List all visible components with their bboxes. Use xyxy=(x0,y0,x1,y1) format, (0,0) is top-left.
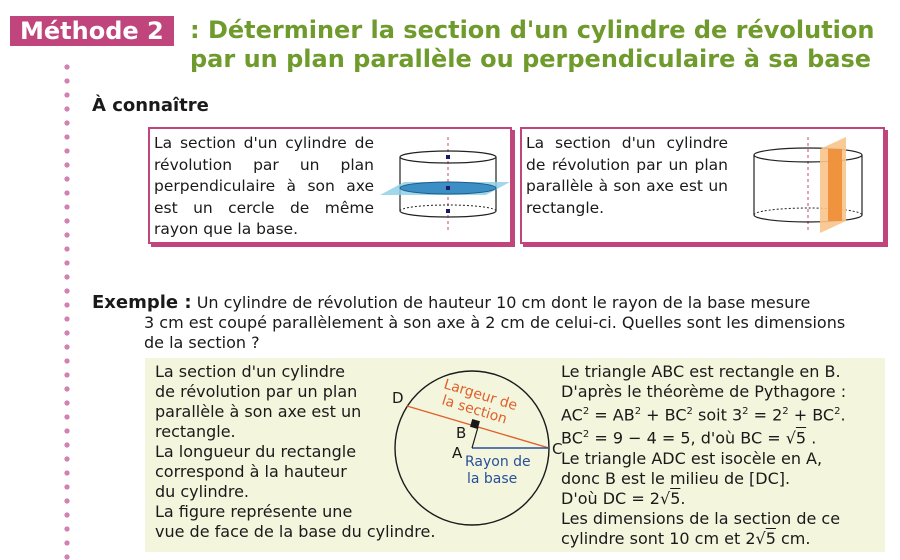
example-line-3: de la section ? xyxy=(144,333,260,352)
right-line-8: Les dimensions de la section de ce xyxy=(561,508,841,528)
example-line-2: 3 cm est coupé parallèlement à son axe à… xyxy=(144,313,846,332)
right-line-3: AC2 = AB2 + BC2 soit 32 = 22 + BC2. xyxy=(561,405,846,425)
know-heading: À connaître xyxy=(92,95,209,116)
circle-base-figure: D B A C Largeur de la section Rayon de l… xyxy=(392,370,562,526)
cylinder-perpendicular-figure xyxy=(380,137,510,233)
label-D: D xyxy=(392,389,404,407)
cylinder-parallel-figure xyxy=(753,137,863,233)
right-line-1: Le triangle ABC est rectangle en B. xyxy=(561,362,841,381)
label-rayon-2: la base xyxy=(467,471,517,487)
left-line: rectangle. xyxy=(155,422,236,441)
label-B: B xyxy=(456,424,466,442)
example-label: Exemple : xyxy=(92,292,192,313)
box-perpendicular-section: La section d'un cylindre de révolution p… xyxy=(148,127,512,244)
right-line-2: D'après le théorème de Pythagore : xyxy=(561,382,847,401)
title-line-2: par un plan parallèle ou perpendiculaire… xyxy=(190,45,872,73)
dotted-margin xyxy=(63,60,71,560)
left-line: de révolution par un plan xyxy=(155,382,358,401)
label-A: A xyxy=(452,444,463,462)
right-line-6: donc B est le milieu de [DC]. xyxy=(561,468,791,488)
box-left-text: La section d'un cylindre de révolution p… xyxy=(154,134,374,238)
box-right-text: La section d'un cylindre de révolution p… xyxy=(526,134,728,217)
right-line-9: cylindre sont 10 cm et 2√5 cm. xyxy=(561,528,811,548)
method-badge: Méthode 2 xyxy=(10,16,174,46)
solution-panel: La section d'un cylindre de révolution p… xyxy=(145,358,885,552)
left-line: vue de face de la base du cylindre. xyxy=(155,522,436,541)
left-line: du cylindre. xyxy=(155,482,249,501)
label-C: C xyxy=(552,440,562,458)
left-line: La longueur du rectangle xyxy=(155,442,357,461)
method-title: : Déterminer la section d'un cylindre de… xyxy=(190,16,890,74)
right-line-4: BC2 = 9 − 4 = 5, d'où BC = √5 . xyxy=(561,428,817,448)
title-line-1: : Déterminer la section d'un cylindre de… xyxy=(190,16,875,44)
left-line: La section d'un cylindre xyxy=(155,362,345,381)
label-rayon-1: Rayon de xyxy=(465,454,531,470)
solution-left-text: La section d'un cylindre de révolution p… xyxy=(155,362,455,542)
left-line: parallèle à son axe est un xyxy=(155,402,362,421)
right-line-7: D'où DC = 2√5. xyxy=(561,488,686,508)
box-parallel-section: La section d'un cylindre de révolution p… xyxy=(520,127,885,244)
example-line-1: Un cylindre de révolution de hauteur 10 … xyxy=(196,293,811,312)
solution-right-text: Le triangle ABC est rectangle en B. D'ap… xyxy=(561,362,881,549)
left-line: correspond à la hauteur xyxy=(155,462,347,481)
right-line-5: Le triangle ADC est isocèle en A, xyxy=(561,448,823,468)
left-line: La figure représente une xyxy=(155,502,353,521)
example-statement: Exemple : Un cylindre de révolution de h… xyxy=(92,293,884,353)
